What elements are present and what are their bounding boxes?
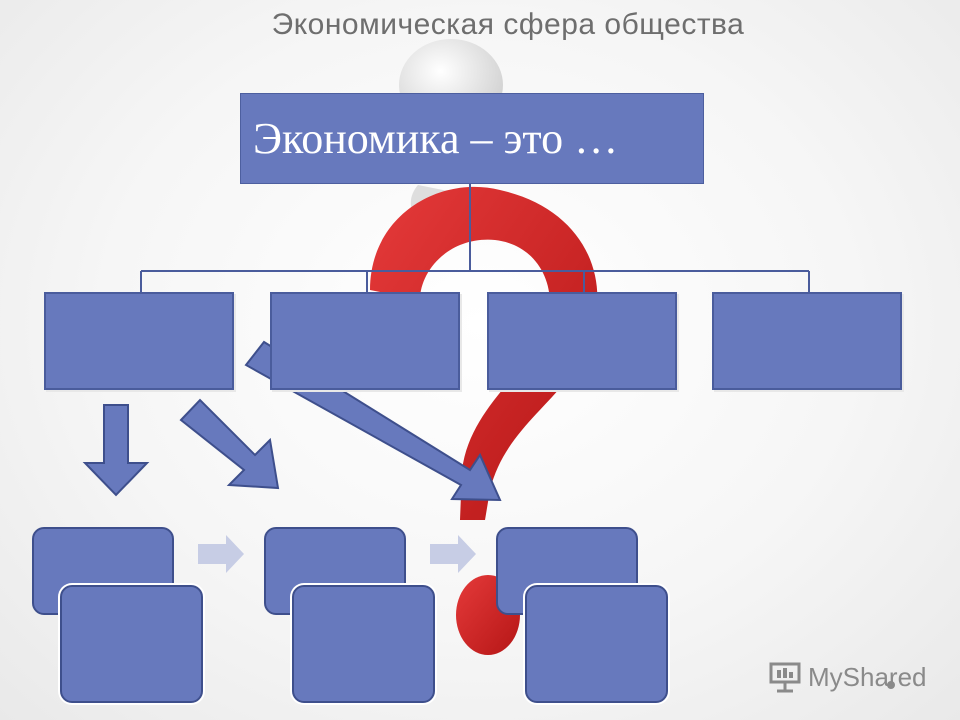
arrow-gray-2 <box>430 535 476 573</box>
arrow-gray-1 <box>198 535 244 573</box>
slide-title: Экономическая сфера общества <box>271 8 745 41</box>
arrow-down <box>82 404 150 497</box>
sub-box-3 <box>487 292 677 390</box>
sub-box-1 <box>44 292 234 390</box>
stage-box-front-2 <box>292 585 435 703</box>
stage-box-front-1 <box>60 585 203 703</box>
sub-box-4 <box>712 292 902 390</box>
stage-box-front-3 <box>525 585 668 703</box>
arrow-diagonal-short <box>179 398 280 490</box>
myshared-logo: MyShared <box>768 660 927 694</box>
main-concept-text: Экономика – это … <box>253 114 619 163</box>
logo-text: MyShared <box>808 661 927 692</box>
sub-box-2 <box>270 292 460 390</box>
slide-dot <box>887 681 895 689</box>
main-concept-box: Экономика – это … <box>240 93 704 184</box>
presentation-screen-icon <box>769 662 801 693</box>
